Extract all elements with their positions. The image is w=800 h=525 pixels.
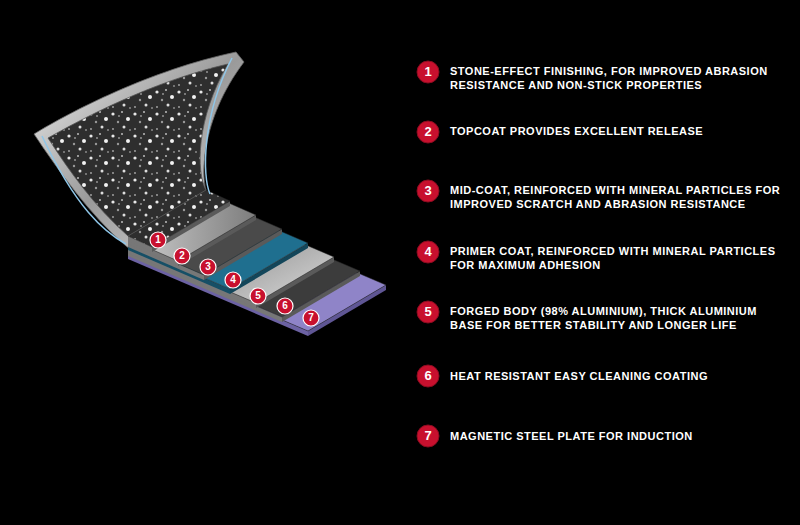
red-circle	[417, 180, 439, 202]
callout-number: 4	[224, 271, 242, 289]
list-number-circle: 6	[416, 364, 440, 388]
callout-circle: 2	[173, 247, 191, 265]
callout-circle: 6	[276, 297, 294, 315]
red-circle	[417, 365, 439, 387]
callout-number: 6	[276, 297, 294, 315]
callout-circle: 3	[199, 258, 217, 276]
red-circle	[417, 241, 439, 263]
layer-description: MAGNETIC STEEL PLATE FOR INDUCTION	[450, 429, 790, 443]
list-number-circle: 5	[416, 300, 440, 324]
callout-number: 1	[149, 231, 167, 249]
callout-circle: 5	[249, 287, 267, 305]
list-number-circle: 4	[416, 240, 440, 264]
layer-description: HEAT RESISTANT EASY CLEANING COATING	[450, 369, 790, 383]
layer-description: TOPCOAT PROVIDES EXCELLENT RELEASE	[450, 124, 790, 138]
callout-number: 1	[416, 60, 440, 84]
callout-number: 7	[302, 309, 320, 327]
list-number-circle: 2	[416, 120, 440, 144]
callout-number: 5	[249, 287, 267, 305]
red-circle	[174, 248, 190, 264]
callout-number: 2	[416, 120, 440, 144]
callout-number: 3	[199, 258, 217, 276]
callout-number: 4	[416, 240, 440, 264]
red-circle	[250, 288, 266, 304]
wall-line	[42, 136, 126, 244]
callout-number: 3	[416, 179, 440, 203]
callout-number: 5	[416, 300, 440, 324]
list-number-circle: 3	[416, 179, 440, 203]
callout-number: 2	[173, 247, 191, 265]
list-number-circle: 1	[416, 60, 440, 84]
callout-number: 7	[416, 424, 440, 448]
red-circle	[417, 121, 439, 143]
layer-description: MID-COAT, REINFORCED WITH MINERAL PARTIC…	[450, 183, 790, 211]
callout-circle: 7	[302, 309, 320, 327]
wall-line	[205, 58, 232, 194]
red-circle	[200, 259, 216, 275]
red-circle	[225, 272, 241, 288]
layer-description: STONE-EFFECT FINISHING, FOR IMPROVED ABR…	[450, 64, 790, 92]
red-circle	[417, 61, 439, 83]
callout-circle: 1	[149, 231, 167, 249]
red-circle	[417, 425, 439, 447]
red-circle	[277, 298, 293, 314]
list-number-circle: 7	[416, 424, 440, 448]
callout-circle: 4	[224, 271, 242, 289]
red-circle	[417, 301, 439, 323]
layer-description: FORGED BODY (98% ALUMINIUM), THICK ALUMI…	[450, 304, 790, 332]
red-circle	[303, 310, 319, 326]
callout-number: 6	[416, 364, 440, 388]
layer-description: PRIMER COAT, REINFORCED WITH MINERAL PAR…	[450, 244, 790, 272]
stone-surface	[48, 64, 228, 236]
red-circle	[150, 232, 166, 248]
